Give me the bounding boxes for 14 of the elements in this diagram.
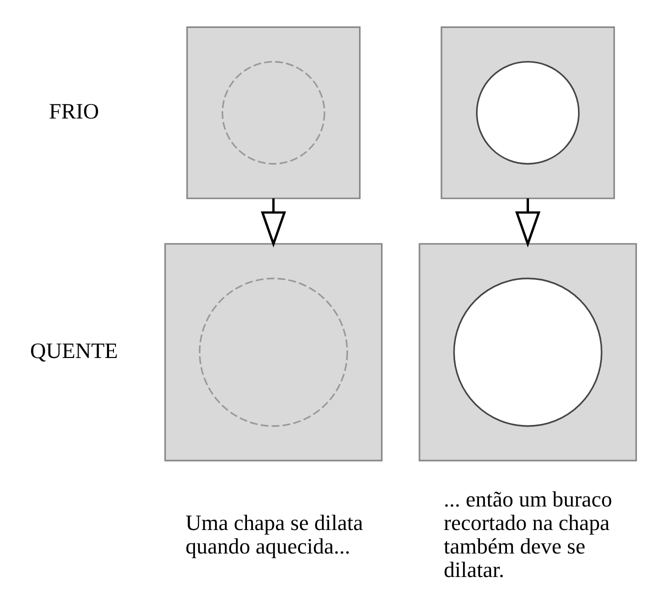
arrow bbox=[260, 198, 286, 248]
cluster bbox=[418, 243, 637, 462]
node-circle bbox=[222, 60, 326, 165]
label: Uma chapa se dilata quando aquecida... bbox=[186, 510, 364, 559]
cluster bbox=[186, 26, 361, 200]
cluster bbox=[164, 243, 383, 462]
node-circle bbox=[453, 278, 602, 427]
cluster bbox=[440, 26, 615, 200]
arrow bbox=[515, 198, 540, 248]
node-circle bbox=[198, 278, 348, 427]
label: ... então um buraco recortado na chapa também deve se dilatar. bbox=[444, 486, 612, 582]
node-circle bbox=[476, 60, 580, 165]
label: QUENTE bbox=[30, 338, 118, 364]
label: FRIO bbox=[48, 98, 100, 124]
